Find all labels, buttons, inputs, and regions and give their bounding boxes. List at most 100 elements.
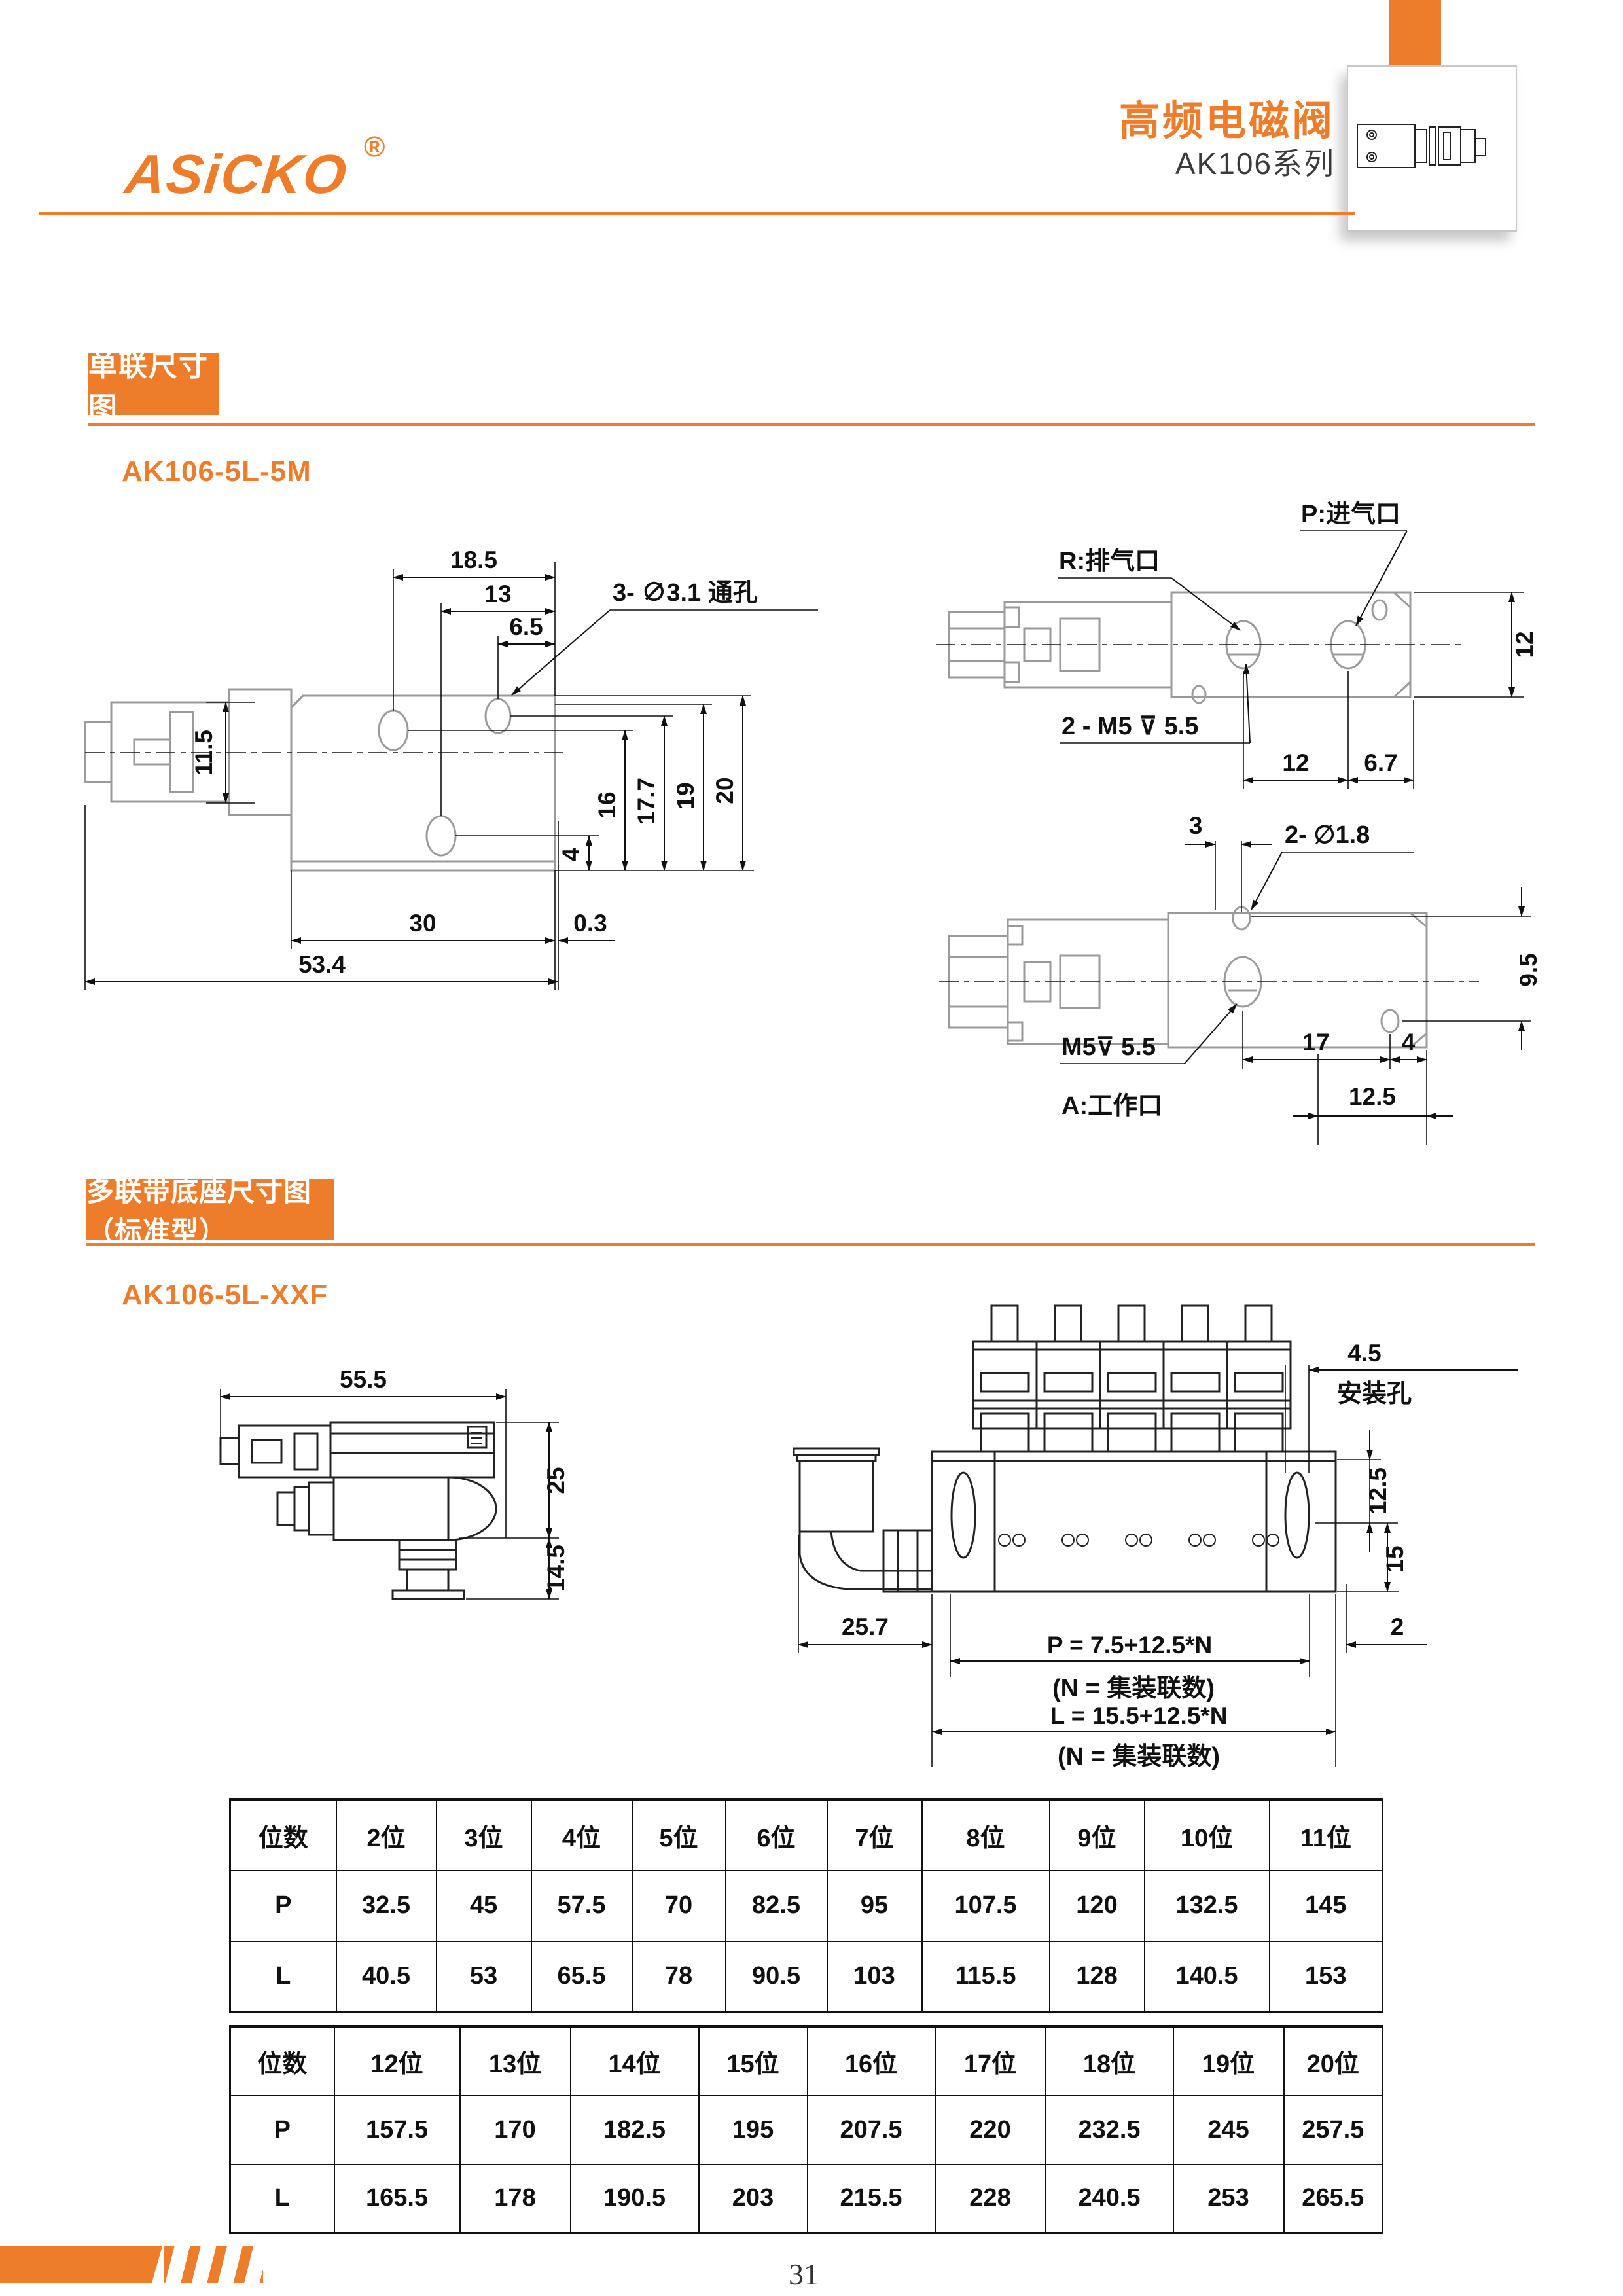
thread-note: M5⊽ 5.5 bbox=[1061, 1033, 1156, 1061]
column-header: 12位 bbox=[333, 2026, 461, 2096]
model-code-single: AK106-5L-5M bbox=[122, 456, 312, 488]
port-p-label: P:进气口 bbox=[1301, 501, 1400, 528]
table-row: 位数 12位 13位 14位 15位 16位 17位 18位 19位 20位 bbox=[229, 2026, 1383, 2096]
registered-mark-icon: ® bbox=[364, 131, 385, 163]
row-label: P bbox=[229, 1869, 337, 1942]
row-label: L bbox=[229, 1940, 337, 2013]
cell: 220 bbox=[934, 2094, 1046, 2165]
cell: 70 bbox=[631, 1869, 726, 1942]
column-header: 20位 bbox=[1283, 2026, 1383, 2096]
cell: 245 bbox=[1172, 2094, 1285, 2165]
model-code-manifold: AK106-5L-XXF bbox=[122, 1279, 329, 1311]
cell: 32.5 bbox=[335, 1869, 437, 1942]
cell: 195 bbox=[698, 2094, 808, 2165]
cell: 132.5 bbox=[1143, 1869, 1270, 1942]
column-header: 9位 bbox=[1048, 1799, 1145, 1871]
cell: 203 bbox=[698, 2163, 808, 2234]
dim-label: 6.5 bbox=[509, 613, 543, 640]
dim-label: 4.5 bbox=[1347, 1340, 1381, 1367]
dim-label: 3 bbox=[1189, 812, 1203, 839]
row-label: L bbox=[229, 2163, 335, 2234]
column-header: 16位 bbox=[806, 2026, 936, 2096]
dim-label: 25.7 bbox=[842, 1613, 889, 1640]
n-note: (N = 集装联数) bbox=[1058, 1743, 1220, 1770]
column-header: 位数 bbox=[229, 2026, 335, 2096]
cell: 120 bbox=[1048, 1869, 1145, 1942]
port-a-label: A:工作口 bbox=[1061, 1092, 1162, 1120]
single-unit-bottom-view-drawing: 3 2- ∅1.8 9.5 M5⊽ 5.5 A:工作口 17 4 12.5 bbox=[939, 812, 1542, 1145]
section1-header: 单联尺寸图 bbox=[88, 350, 219, 424]
cell: 207.5 bbox=[806, 2094, 936, 2165]
single-unit-side-view-drawing: 18.5 13 6.5 3- ∅3.1 通孔 11.5 16 17.7 19 2… bbox=[84, 547, 818, 990]
footer-stripes bbox=[164, 2246, 263, 2283]
column-header: 15位 bbox=[698, 2026, 808, 2096]
dim-label: 17.7 bbox=[633, 778, 660, 825]
dim-label: 15 bbox=[1382, 1545, 1408, 1572]
dim-label: 4 bbox=[1402, 1029, 1416, 1056]
product-photo-card bbox=[1347, 65, 1517, 232]
section2-header: 多联带底座尺寸图（标准型） bbox=[86, 1176, 334, 1247]
column-header: 4位 bbox=[530, 1799, 633, 1871]
l-formula: L = 15.5+12.5*N bbox=[1050, 1702, 1228, 1729]
column-header: 7位 bbox=[826, 1799, 923, 1871]
cell: 228 bbox=[934, 2163, 1046, 2234]
dim-label: 30 bbox=[409, 910, 436, 937]
header-divider bbox=[39, 212, 1355, 215]
column-header: 3位 bbox=[435, 1799, 532, 1871]
column-header: 18位 bbox=[1044, 2026, 1174, 2096]
dim-label: 6.7 bbox=[1364, 749, 1397, 776]
section1-divider bbox=[88, 423, 1535, 426]
column-header: 10位 bbox=[1143, 1799, 1270, 1871]
cell: 95 bbox=[826, 1869, 923, 1942]
column-header: 6位 bbox=[724, 1799, 828, 1871]
cell: 265.5 bbox=[1283, 2163, 1383, 2234]
cell: 157.5 bbox=[333, 2094, 461, 2165]
mount-hole-note: 安装孔 bbox=[1337, 1380, 1412, 1408]
cell: 215.5 bbox=[806, 2163, 936, 2234]
cell: 153 bbox=[1268, 1940, 1383, 2013]
dim-label: 19 bbox=[672, 782, 699, 809]
cell: 53 bbox=[435, 1940, 532, 2013]
dim-label: 4 bbox=[558, 848, 584, 861]
manifold-assembly-drawing: 4.5 安装孔 12.5 15 25.7 2 P = 7.5+12.5*N (N… bbox=[793, 1304, 1518, 1770]
column-header: 19位 bbox=[1172, 2026, 1285, 2096]
dim-label: 16 bbox=[594, 791, 620, 818]
cell: 82.5 bbox=[724, 1869, 828, 1942]
column-header: 5位 bbox=[631, 1799, 726, 1871]
cell: 190.5 bbox=[569, 2163, 700, 2234]
dim-label: 12.5 bbox=[1364, 1467, 1391, 1515]
holes-note: 2- ∅1.8 bbox=[1285, 821, 1370, 849]
manifold-valves bbox=[793, 1304, 1337, 1593]
column-header: 11位 bbox=[1268, 1799, 1383, 1871]
series-subtitle: AK106系列 bbox=[1175, 147, 1335, 181]
table-row: L 40.5 53 65.5 78 90.5 103 115.5 128 140… bbox=[229, 1940, 1383, 2013]
footer-accent-bar bbox=[0, 2246, 162, 2283]
dim-label: 14.5 bbox=[543, 1545, 569, 1592]
column-header: 位数 bbox=[229, 1799, 337, 1871]
table-row: 位数 2位 3位 4位 5位 6位 7位 8位 9位 10位 11位 bbox=[229, 1799, 1383, 1871]
n-note: (N = 集装联数) bbox=[1052, 1675, 1215, 1702]
column-header: 8位 bbox=[921, 1799, 1050, 1871]
dimension-table-1: 位数 2位 3位 4位 5位 6位 7位 8位 9位 10位 11位 P 32.… bbox=[229, 1798, 1383, 2013]
cell: 253 bbox=[1172, 2163, 1285, 2234]
dim-label: 20 bbox=[711, 777, 738, 804]
section1-title: 单联尺寸图 bbox=[88, 350, 209, 424]
dim-label: 12.5 bbox=[1349, 1083, 1396, 1110]
cell: 145 bbox=[1268, 1869, 1383, 1942]
dim-label: 17 bbox=[1302, 1029, 1329, 1056]
cell: 107.5 bbox=[921, 1869, 1050, 1942]
dim-label: 18.5 bbox=[450, 547, 497, 573]
dim-label: 12 bbox=[1282, 749, 1309, 776]
dim-label: 0.3 bbox=[573, 910, 607, 937]
dim-label: 12 bbox=[1511, 631, 1538, 658]
dimension-table-2: 位数 12位 13位 14位 15位 16位 17位 18位 19位 20位 P… bbox=[229, 2025, 1383, 2234]
page-number: 31 bbox=[789, 2257, 819, 2291]
cell: 178 bbox=[459, 2163, 571, 2234]
dim-label: 25 bbox=[543, 1467, 569, 1494]
cell: 170 bbox=[459, 2094, 571, 2165]
row-label: P bbox=[229, 2094, 335, 2165]
table-row: P 157.5 170 182.5 195 207.5 220 232.5 24… bbox=[229, 2094, 1383, 2165]
product-thumbnail-drawing bbox=[1357, 124, 1486, 168]
cell: 182.5 bbox=[569, 2094, 700, 2165]
